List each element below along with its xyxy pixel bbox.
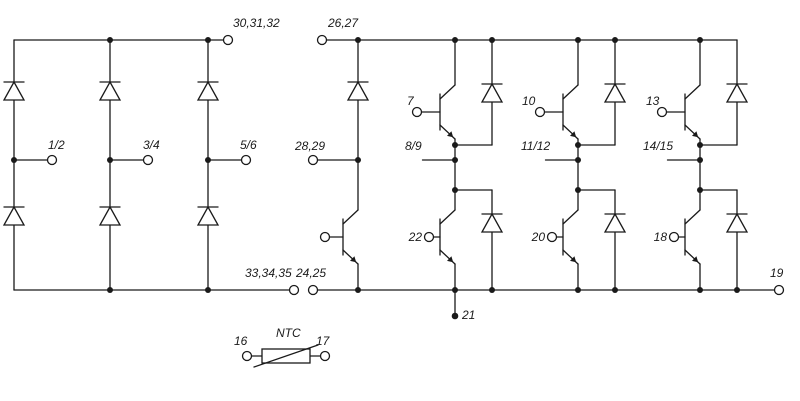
igbt-bottom-icon bbox=[562, 209, 579, 265]
label-inv-dc-minus: 24,25 bbox=[295, 266, 326, 280]
terminal-dot-21 bbox=[451, 312, 459, 320]
labels-layer: 30,31,32 26,27 1/2 3/4 5/6 28,29 8/9 11/… bbox=[48, 16, 784, 348]
label-rect-ac1: 1/2 bbox=[48, 138, 65, 152]
diode-icon bbox=[99, 206, 121, 226]
terminal-inv-dc-minus bbox=[307, 284, 319, 296]
diode-icon bbox=[3, 81, 25, 101]
label-ntc-a: 16 bbox=[234, 334, 248, 348]
terminal-rect-dc-minus bbox=[288, 284, 300, 296]
label-gate-top1: 7 bbox=[407, 94, 415, 108]
terminal-gate-top1 bbox=[411, 106, 423, 118]
terminal-gate-bot2 bbox=[546, 231, 558, 243]
terminal-rect-dc-plus bbox=[222, 34, 234, 46]
junction-dots bbox=[11, 37, 740, 320]
fwd-diode-icon bbox=[726, 83, 748, 103]
wires-layer bbox=[13, 39, 776, 357]
label-ntc-b: 17 bbox=[316, 334, 331, 348]
label-rect-ac3: 5/6 bbox=[240, 138, 257, 152]
label-rect-dc-plus: 30,31,32 bbox=[233, 16, 280, 30]
label-gate-bot1: 22 bbox=[408, 230, 423, 244]
terminal-chopper-gate bbox=[319, 231, 331, 243]
terminal-circles bbox=[46, 34, 785, 362]
label-rect-ac2: 3/4 bbox=[143, 138, 160, 152]
label-gate-bot2: 20 bbox=[531, 230, 546, 244]
diode-icon bbox=[197, 81, 219, 101]
terminal-inv-dc-plus bbox=[316, 34, 328, 46]
igbt-top-icon bbox=[562, 84, 579, 140]
label-gate-top2: 10 bbox=[522, 94, 536, 108]
ntc-diagonal-stroke bbox=[253, 344, 319, 368]
terminal-gate-bot1 bbox=[423, 231, 435, 243]
fwd-diode-icon bbox=[604, 213, 626, 233]
terminal-gate-top3 bbox=[656, 106, 668, 118]
label-gate-bot3: 18 bbox=[654, 230, 668, 244]
terminal-gate-top2 bbox=[534, 106, 546, 118]
label-emitter-aux: 21 bbox=[461, 308, 475, 322]
terminal-ntc-b bbox=[319, 350, 331, 362]
terminal-inv-dc-minus-right bbox=[773, 284, 785, 296]
label-phase2: 11/12 bbox=[521, 139, 550, 153]
label-inv-dc-minus-right: 19 bbox=[770, 266, 784, 280]
label-phase3: 14/15 bbox=[643, 139, 673, 153]
semiconductor-symbols bbox=[3, 81, 748, 265]
igbt-top-icon bbox=[439, 84, 456, 140]
terminal-ntc-a bbox=[241, 350, 253, 362]
label-inv-dc-plus: 26,27 bbox=[327, 16, 359, 30]
chopper-diode-icon bbox=[347, 81, 369, 101]
terminal-rect-ac2 bbox=[142, 154, 154, 166]
terminal-chopper-node bbox=[307, 154, 319, 166]
igbt-bottom-icon bbox=[439, 209, 456, 265]
igbt-top-icon bbox=[684, 84, 701, 140]
fwd-diode-icon bbox=[604, 83, 626, 103]
label-ntc: NTC bbox=[276, 326, 301, 340]
diode-icon bbox=[3, 206, 25, 226]
diode-icon bbox=[197, 206, 219, 226]
label-gate-top3: 13 bbox=[646, 94, 660, 108]
chopper-igbt-icon bbox=[342, 209, 359, 265]
fwd-diode-icon bbox=[726, 213, 748, 233]
diode-icon bbox=[99, 81, 121, 101]
igbt-bottom-icon bbox=[684, 209, 701, 265]
fwd-diode-icon bbox=[481, 213, 503, 233]
terminal-gate-bot3 bbox=[668, 231, 680, 243]
terminal-rect-ac1 bbox=[46, 154, 58, 166]
label-rect-dc-minus: 33,34,35 bbox=[245, 266, 292, 280]
label-phase1: 8/9 bbox=[405, 139, 422, 153]
fwd-diode-icon bbox=[481, 83, 503, 103]
terminal-rect-ac3 bbox=[240, 154, 252, 166]
label-chopper-node: 28,29 bbox=[294, 139, 325, 153]
